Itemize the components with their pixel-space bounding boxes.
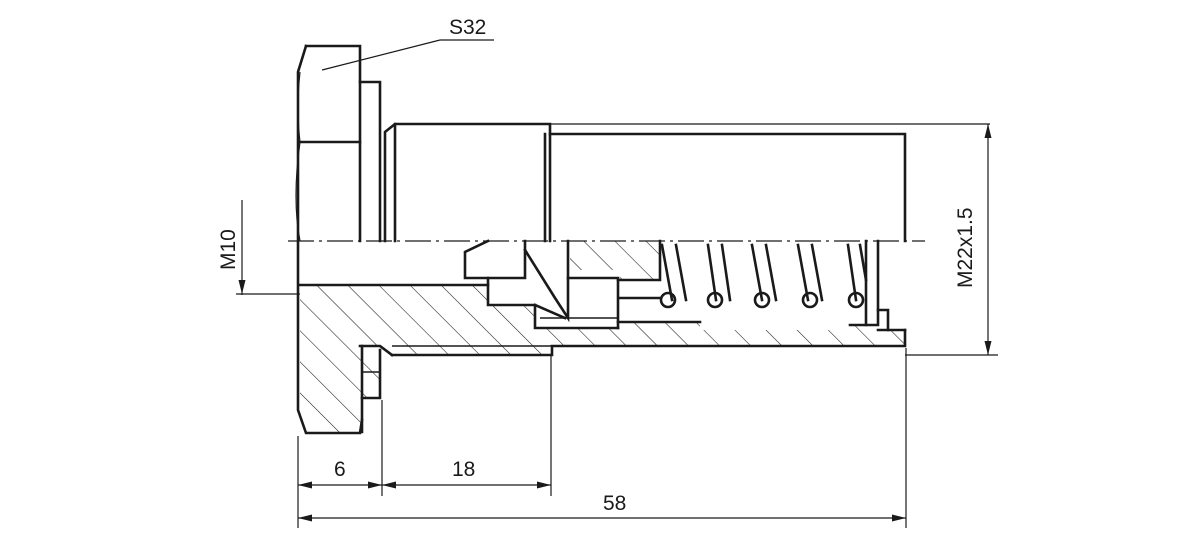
hex-size-callout: S32 xyxy=(321,16,494,71)
section-hatching xyxy=(300,241,905,432)
thread-main-label: M22x1.5 xyxy=(954,207,977,288)
dim-head-thickness: 6 xyxy=(334,458,346,481)
m10-dimension: M10 xyxy=(217,200,300,295)
dim-shoulder-length: 18 xyxy=(452,458,475,481)
dim-overall-length: 58 xyxy=(603,492,626,515)
valve-internals xyxy=(463,239,907,332)
spring xyxy=(659,243,868,309)
m22-dimension: M22x1.5 xyxy=(905,124,998,356)
hex-size-label: S32 xyxy=(449,16,486,39)
body-outline xyxy=(298,283,907,434)
thread-small-label: M10 xyxy=(217,229,240,270)
length-dimensions: 6 18 58 xyxy=(297,348,907,528)
body-upper xyxy=(383,122,990,243)
hex-head xyxy=(295,44,394,435)
